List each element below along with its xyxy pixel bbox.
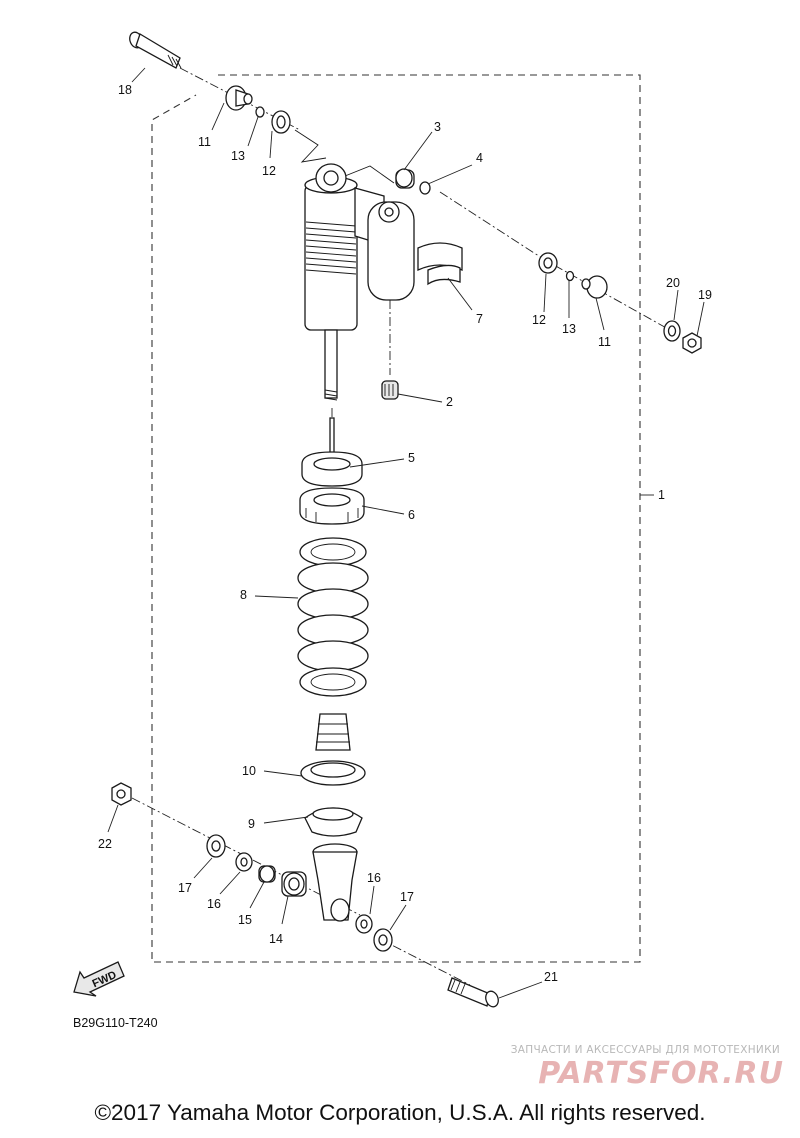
- callout-14: 14: [269, 932, 283, 946]
- washer-20: [663, 320, 681, 342]
- bump-stop: [315, 713, 351, 751]
- spring-seat-10: [300, 760, 366, 786]
- collar-16-right: [355, 914, 373, 934]
- leader-lines: [107, 67, 705, 999]
- callout-8: 8: [240, 588, 247, 602]
- callout-9: 9: [248, 817, 255, 831]
- washer-17-left: [206, 834, 226, 858]
- washer-17-right: [373, 928, 393, 952]
- bushing-3: [395, 168, 415, 189]
- watermark-logo: PARTSFOR.RU: [538, 1056, 784, 1091]
- callout-13-right: 13: [562, 322, 576, 336]
- callout-11-top: 11: [198, 135, 211, 149]
- callout-20: 20: [666, 276, 680, 290]
- callout-10: 10: [242, 764, 256, 778]
- watermark-tagline: ЗАПЧАСТИ И АКСЕССУАРЫ ДЛЯ МОТОТЕХНИКИ: [510, 1044, 780, 1056]
- lower-clevis: [312, 843, 358, 922]
- nut-19: [682, 332, 702, 354]
- callout-18: 18: [118, 83, 132, 97]
- callout-16-right: 16: [367, 871, 381, 885]
- lock-nut-6: [299, 487, 365, 525]
- callout-4: 4: [476, 151, 483, 165]
- collar-11-right: [581, 275, 608, 299]
- callout-13-top: 13: [231, 149, 245, 163]
- copyright-notice: ©2017 Yamaha Motor Corporation, U.S.A. A…: [94, 1100, 706, 1125]
- callout-22: 22: [98, 837, 112, 851]
- assembly-boundary: [151, 74, 641, 963]
- circlip-13-top: [255, 106, 265, 118]
- spring-guide-9: [304, 807, 363, 837]
- washer-12-top: [271, 110, 291, 134]
- shock-thread-area: [305, 221, 357, 275]
- collar-11-top: [225, 85, 253, 111]
- callout-numbers: 1 2 3 4 5 6 7 8 9 10 11 11 12 12 13 13 1…: [98, 83, 712, 984]
- callout-11-right: 11: [598, 335, 611, 349]
- callout-5: 5: [408, 451, 415, 465]
- fwd-arrow-icon: FWD: [73, 961, 125, 997]
- callout-15: 15: [238, 913, 252, 927]
- bolt-18: [129, 31, 182, 69]
- callout-3: 3: [434, 120, 441, 134]
- bearing-14: [281, 871, 307, 897]
- washer-12-right: [538, 252, 558, 274]
- callout-19: 19: [698, 288, 712, 302]
- circlip-13-right: [565, 270, 575, 282]
- callout-1: 1: [658, 488, 665, 502]
- callout-7: 7: [476, 312, 483, 326]
- callout-12-top: 12: [262, 164, 276, 178]
- seal-4: [419, 181, 431, 195]
- callout-17-left: 17: [178, 881, 192, 895]
- diagram-code: B29G110-T240: [73, 1016, 158, 1030]
- collar-16-left: [235, 852, 253, 872]
- bolt-21: [447, 977, 499, 1008]
- adjuster-nut-5: [301, 417, 363, 487]
- callout-6: 6: [408, 508, 415, 522]
- shock-absorber-body: [304, 163, 415, 401]
- bushing-15: [258, 865, 276, 883]
- callout-12-right: 12: [532, 313, 546, 327]
- callout-21: 21: [544, 970, 558, 984]
- nut-22: [111, 782, 132, 806]
- callout-16-left: 16: [207, 897, 221, 911]
- callout-17-right: 17: [400, 890, 414, 904]
- cap-2: [381, 380, 399, 400]
- spring-8: [297, 537, 369, 697]
- band-7: [417, 242, 463, 286]
- callout-2: 2: [446, 395, 453, 409]
